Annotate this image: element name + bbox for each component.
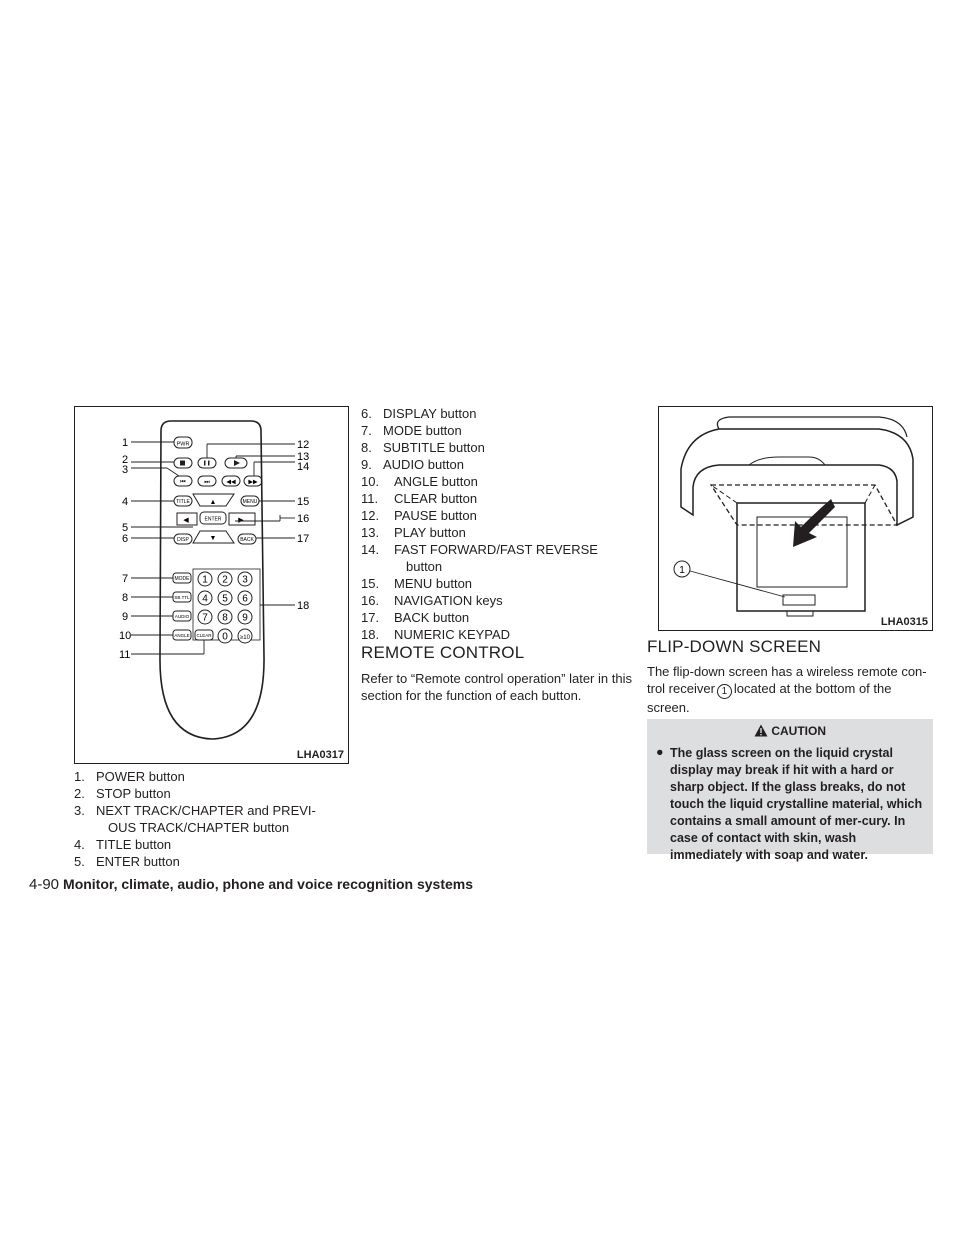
svg-text:▼: ▼: [210, 535, 217, 542]
remote-control-illustration: PWR ⏮ ⏭ ◀◀ ▶▶ TITLE MENU ▲ ◀ ENTER ▶ DIS…: [119, 420, 309, 740]
back-label: BACK: [240, 537, 254, 543]
svg-text:16: 16: [297, 513, 309, 525]
flip-down-screen-body: The flip-down screen has a wireless remo…: [647, 664, 927, 715]
angle-label: ANGLE: [174, 633, 189, 638]
svg-text:◀◀: ◀◀: [226, 480, 236, 486]
title-label: TITLE: [176, 499, 190, 505]
list-item: 12.PAUSE button: [361, 508, 477, 523]
chapter-title: Monitor, climate, audio, phone and voice…: [63, 876, 473, 892]
svg-text:15: 15: [297, 496, 309, 508]
page-number: 4-90: [29, 876, 60, 893]
svg-text:⏮: ⏮: [180, 480, 186, 486]
svg-text:▲: ▲: [210, 499, 217, 506]
svg-text:▶▶: ▶▶: [248, 480, 258, 486]
list-item: 9.AUDIO button: [361, 457, 464, 472]
sbttl-label: SB.TTL: [174, 595, 190, 600]
menu-label: MENU: [243, 499, 258, 505]
svg-text:10: 10: [119, 630, 131, 642]
svg-text:4: 4: [202, 594, 208, 605]
list-item: 15.MENU button: [361, 576, 473, 591]
caution-title: CAUTION: [771, 724, 826, 738]
stop-button-shape: [173, 457, 193, 469]
svg-text:6: 6: [122, 533, 128, 545]
svg-text:2: 2: [222, 575, 228, 586]
callout-marker: 1: [716, 684, 732, 699]
mode-label: MODE: [175, 576, 191, 582]
svg-text:7: 7: [122, 573, 128, 585]
list-item: 18.NUMERIC KEYPAD: [361, 627, 511, 642]
caution-text-block: ● The glass screen on the liquid crystal…: [647, 743, 933, 864]
power-button-shape: [173, 436, 193, 449]
flip-down-screen-illustration: 1: [673, 416, 914, 617]
svg-text:18: 18: [297, 600, 309, 612]
svg-text:13: 13: [297, 451, 309, 463]
list-item: 4.TITLE button: [74, 837, 172, 852]
pause-button-shape: [197, 457, 217, 469]
remote-body-outline: [159, 420, 265, 740]
list-item: 5.ENTER button: [74, 854, 180, 869]
figure-code: LHA0315: [880, 616, 928, 628]
caution-box: CAUTION ● The glass screen on the liquid…: [647, 719, 933, 862]
svg-text:14: 14: [297, 461, 309, 473]
figure-code: LHA0317: [296, 749, 344, 761]
remote-control-body: Refer to “Remote control operation” late…: [361, 671, 632, 703]
svg-text:12: 12: [297, 439, 309, 451]
list-item: 1.POWER button: [74, 769, 185, 784]
flip-down-screen-heading: FLIP-DOWN SCREEN: [647, 637, 822, 656]
list-item: 6.DISPLAY button: [361, 406, 477, 421]
pwr-label: PWR: [177, 442, 190, 448]
svg-text:2: 2: [122, 454, 128, 466]
warning-icon: [754, 724, 768, 737]
list-item: 11.CLEAR button: [361, 491, 478, 506]
svg-text:7: 7: [202, 613, 208, 624]
remote-control-figure: PWR ⏮ ⏭ ◀◀ ▶▶ TITLE MENU ▲ ◀ ENTER ▶ DIS…: [74, 406, 349, 764]
list-item: 17.BACK button: [361, 610, 470, 625]
clear-label: CLEAR: [196, 633, 212, 638]
svg-text:⏭: ⏭: [204, 480, 210, 486]
svg-text:≥10: ≥10: [240, 635, 251, 641]
remote-receiver-shape: [782, 594, 816, 606]
svg-text:5: 5: [222, 594, 228, 605]
list-item: 8.SUBTITLE button: [361, 440, 485, 455]
svg-text:17: 17: [297, 533, 309, 545]
list-item: 2.STOP button: [74, 786, 171, 801]
caution-header: CAUTION: [647, 719, 933, 743]
svg-text:8: 8: [122, 592, 128, 604]
list-item: 3.NEXT TRACK/CHAPTER and PREVI-OUS TRACK…: [74, 803, 316, 835]
list-item: 10.ANGLE button: [361, 474, 478, 489]
audio-label: AUDIO: [175, 614, 190, 619]
svg-text:9: 9: [122, 611, 128, 623]
svg-text:4: 4: [122, 496, 128, 508]
list-item: 7.MODE button: [361, 423, 462, 438]
svg-text:9: 9: [242, 613, 248, 624]
svg-text:5: 5: [122, 522, 128, 534]
svg-text:3: 3: [122, 464, 128, 476]
caution-text: The glass screen on the liquid crystal d…: [670, 746, 923, 862]
svg-text:1: 1: [122, 437, 128, 449]
bullet-icon: ●: [656, 745, 664, 759]
svg-text:1: 1: [202, 575, 208, 586]
svg-text:8: 8: [222, 613, 228, 624]
disp-label: DISP: [177, 537, 189, 543]
svg-text:11: 11: [119, 649, 130, 661]
keypad-keys: 1 2 3 4 5 6 7 8 9 0 ≥10: [197, 571, 253, 644]
flip-down-screen-figure: 1 LHA0315: [658, 406, 933, 631]
list-item: 13.PLAY button: [361, 525, 466, 540]
button-list-middle: 6.DISPLAY button 7.MODE button 8.SUBTITL…: [361, 405, 641, 643]
enter-label: ENTER: [205, 517, 222, 523]
svg-text:▶: ▶: [238, 517, 244, 524]
button-list-left: 1.POWER button 2.STOP button 3.NEXT TRAC…: [74, 768, 354, 870]
svg-text:0: 0: [222, 632, 228, 643]
svg-text:3: 3: [242, 575, 248, 586]
callout-number: 1: [679, 565, 685, 576]
svg-text:◀: ◀: [183, 517, 189, 524]
callout-numbers: 1 2 3 4 5 6 7 8 9 10 11 12 13 14 15 16 1…: [119, 437, 309, 661]
remote-control-heading: REMOTE CONTROL: [361, 643, 525, 662]
list-item: 16.NAVIGATION keys: [361, 593, 503, 608]
svg-text:6: 6: [242, 594, 248, 605]
